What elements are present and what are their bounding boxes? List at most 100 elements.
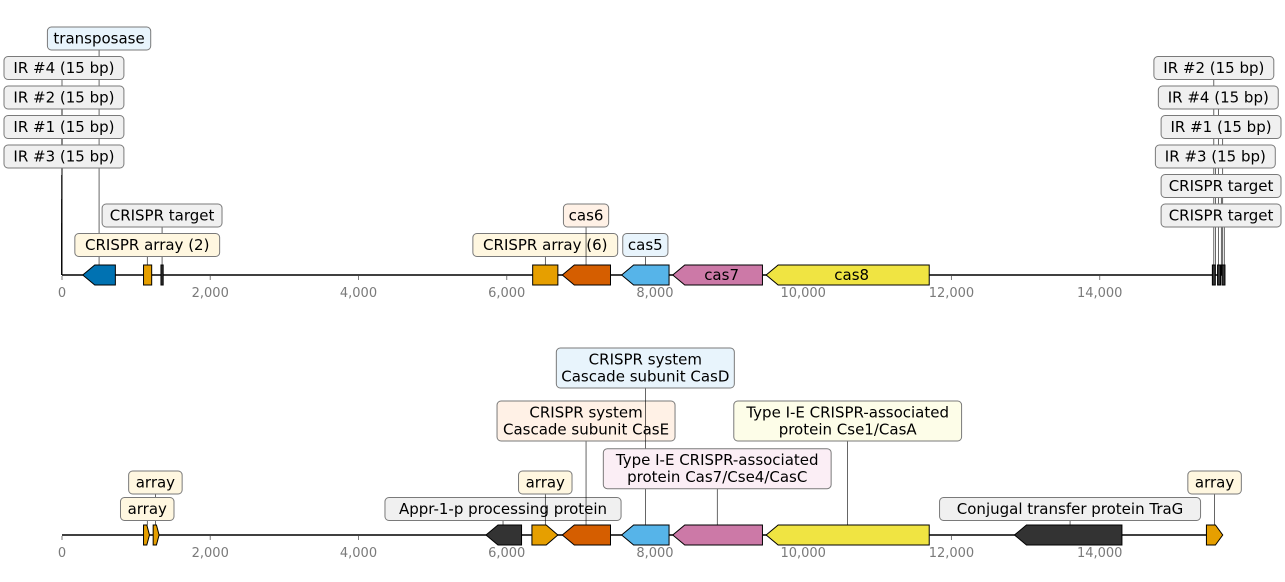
feature-crispr-array-6 [532, 264, 559, 286]
feature-label-box [562, 203, 610, 228]
axis-tick-label: 10,000 [780, 546, 826, 561]
feature-label: transposase [53, 30, 144, 48]
feature-label: array [128, 500, 167, 518]
feature-label: protein Cse1/CasA [779, 421, 918, 439]
feature-label: array [1195, 474, 1234, 492]
feature-label-box [101, 203, 223, 228]
feature-label: protein Cas7/Cse4/CasC [627, 468, 807, 486]
feature-label-box [472, 233, 619, 257]
feature-label: cas6 [569, 207, 604, 225]
feature-cse1 [765, 524, 930, 546]
feature-cas7 [671, 264, 763, 286]
axis-tick-label: 10,000 [780, 286, 826, 301]
feature-label: Type I-E CRISPR-associated [615, 451, 819, 469]
feature-label-box [518, 470, 573, 495]
axis-tick-label: 14,000 [1077, 546, 1123, 561]
feature-label-box [3, 85, 125, 110]
feature-label: IR #3 (15 bp) [1165, 148, 1266, 166]
feature-label-box [1154, 144, 1276, 169]
axis-tick-label: 0 [58, 546, 66, 561]
feature-array-d [1205, 524, 1224, 546]
axis-tick-label: 4,000 [340, 286, 377, 301]
feature-ir-right-3 [1221, 264, 1226, 286]
feature-label: IR #4 (15 bp) [13, 59, 114, 77]
feature-label-box [733, 400, 963, 442]
feature-label-box [602, 448, 832, 490]
feature-label-box [1157, 85, 1279, 110]
track-top: 0 2,000 4,000 6,000 8,000 10,000 12,000 14,000 t… [3, 26, 1282, 301]
axis-tick-label: 6,000 [488, 286, 525, 301]
feature-label-box [384, 497, 622, 521]
feature-label: IR #1 (15 bp) [13, 118, 114, 136]
feature-label: Cascade subunit CasE [503, 421, 669, 439]
feature-label-box [128, 470, 183, 495]
feature-label-box [939, 497, 1202, 521]
axis-tick-label: 12,000 [929, 286, 975, 301]
feature-label-box [1187, 470, 1242, 495]
feature-label: Conjugal transfer protein TraG [957, 500, 1184, 518]
feature-label-box [119, 497, 175, 521]
label-layer: transposase IR #4 (15 bp) IR #2 (15 bp) IR … [3, 26, 1282, 275]
feature-label: CRISPR array (6) [483, 236, 607, 254]
feature-label-box [1160, 174, 1282, 198]
feature-label: CRISPR array (2) [85, 236, 209, 254]
feature-array-a [143, 524, 150, 546]
feature-label: array [526, 474, 565, 492]
feature-ir-right-1 [1211, 264, 1216, 286]
feature-label: CRISPR target [1169, 207, 1274, 225]
feature-label-box [1153, 56, 1275, 80]
feature-cas6 [561, 264, 611, 286]
feature-inner-label: cas7 [704, 266, 739, 284]
feature-label: Cascade subunit CasD [561, 368, 729, 386]
feature-case [561, 524, 611, 546]
axis-tick-label: 6,000 [488, 546, 525, 561]
axis-tick-label: 2,000 [192, 546, 229, 561]
feature-label-box [1160, 115, 1282, 139]
feature-ir-right-2 [1217, 264, 1222, 286]
axis-tick-label: 8,000 [636, 546, 673, 561]
feature-label-box [3, 115, 125, 139]
feature-label: IR #2 (15 bp) [13, 89, 114, 107]
feature-array-b [152, 524, 160, 546]
axis-tick-label: 14,000 [1077, 286, 1123, 301]
axis-tick-label: 12,000 [929, 546, 975, 561]
feature-array-c [531, 524, 559, 546]
feature-cas8 [765, 264, 930, 286]
axis-tick-label: 4,000 [340, 546, 377, 561]
feature-inner-label: cas8 [834, 266, 869, 284]
axis-tick-label: 0 [58, 286, 66, 301]
feature-label-box [622, 233, 669, 257]
axis-tick-label: 8,000 [636, 286, 673, 301]
feature-label: IR #2 (15 bp) [1163, 59, 1264, 77]
feature-label: IR #1 (15 bp) [1170, 118, 1271, 136]
feature-crispr-target-left [160, 264, 164, 286]
feature-cas5 [620, 264, 670, 286]
feature-label: CRISPR system [589, 351, 702, 369]
feature-label: CRISPR target [1169, 177, 1274, 195]
feature-trag [1013, 524, 1123, 546]
feature-label: Appr-1-p processing protein [399, 500, 607, 518]
feature-label-box [1160, 203, 1282, 228]
track-bottom: 0 2,000 4,000 6,000 8,000 10,000 12,000 14,000 a… [58, 347, 1242, 561]
feature-label: cas5 [628, 236, 663, 254]
feature-label-box [3, 56, 125, 80]
axis-tick-label: 2,000 [192, 286, 229, 301]
feature-transposase [81, 264, 116, 286]
feature-label-box [496, 400, 676, 442]
feature-label-box [46, 26, 152, 51]
feature-label: Type I-E CRISPR-associated [745, 404, 949, 422]
feature-crispr-array-2 [143, 264, 153, 286]
feature-label: array [136, 474, 175, 492]
feature-label-box [3, 144, 125, 169]
feature-label-box [555, 347, 735, 389]
feature-cas7 [671, 524, 763, 546]
feature-label: IR #4 (15 bp) [1168, 89, 1269, 107]
feature-label: IR #3 (15 bp) [13, 148, 114, 166]
feature-label: CRISPR system [529, 404, 642, 422]
feature-casd [620, 524, 670, 546]
feature-label-box [74, 233, 221, 257]
feature-appr [485, 524, 523, 546]
feature-label: CRISPR target [110, 207, 215, 225]
